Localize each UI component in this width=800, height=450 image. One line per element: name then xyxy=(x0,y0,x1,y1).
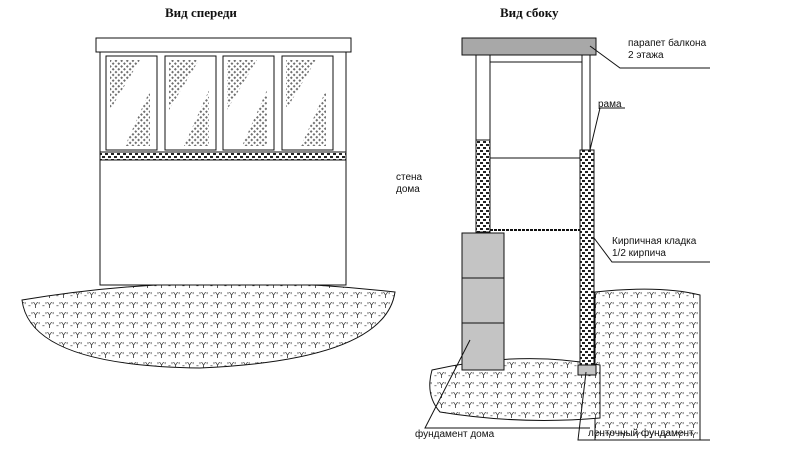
side-view-title: Вид сбоку xyxy=(500,5,559,20)
side-view xyxy=(424,37,710,441)
label-house-wall: стена xyxy=(396,172,423,183)
frame-right xyxy=(581,54,591,151)
label-brick: Кирпичная кладка xyxy=(612,236,697,247)
strip-foundation xyxy=(577,364,597,376)
label-house-wall-2: дома xyxy=(396,184,420,195)
label-parapet-2: 2 этажа xyxy=(628,50,664,61)
label-house-foundation: фундамент дома xyxy=(415,428,495,440)
label-parapet: парапет балкона xyxy=(628,37,707,49)
front-view xyxy=(21,37,396,369)
foundation-block xyxy=(461,232,505,279)
brick-wall-left xyxy=(475,139,491,233)
balcony-wall xyxy=(99,159,347,286)
parapet-slab xyxy=(95,37,352,53)
label-brick-2: 1/2 кирпича xyxy=(612,248,666,259)
label-frame: рама xyxy=(598,99,622,110)
foundation-block xyxy=(461,277,505,324)
frame-left xyxy=(475,54,491,141)
front-view-title: Вид спереди xyxy=(165,5,237,20)
ground-bottom xyxy=(429,358,601,421)
foundation-block xyxy=(461,322,505,371)
ground-right xyxy=(594,288,701,441)
brick-wall-right xyxy=(579,149,595,373)
parapet-slab-side xyxy=(461,37,597,56)
ground xyxy=(21,282,396,369)
label-strip-foundation: ленточный фундамент xyxy=(588,427,694,439)
brick-strip xyxy=(99,151,347,161)
